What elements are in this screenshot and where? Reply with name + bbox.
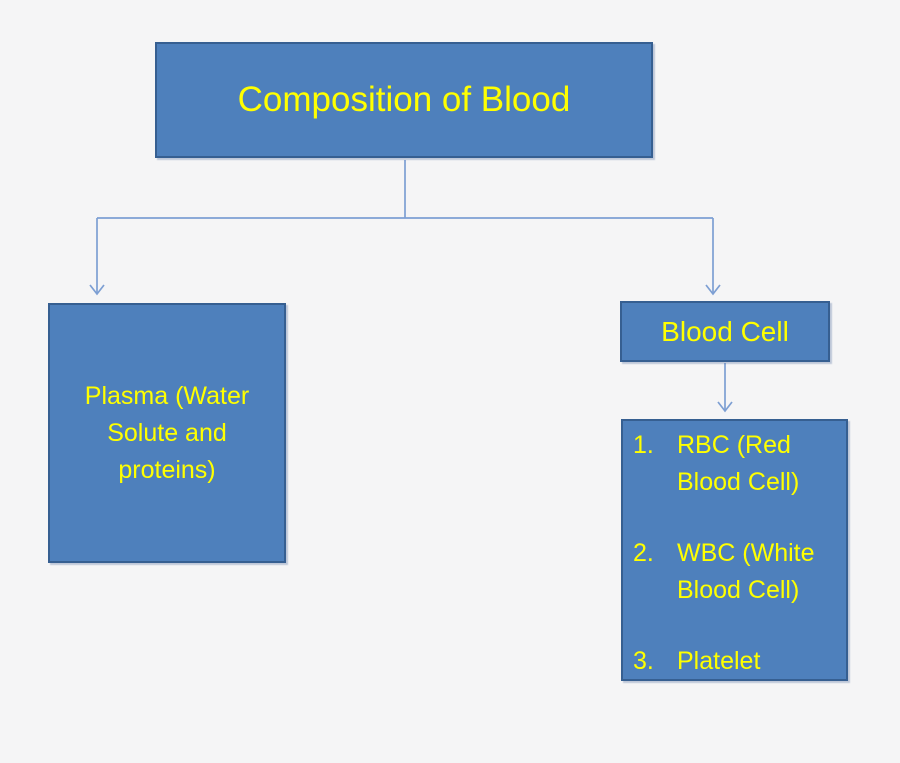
- blood-cell-label: Blood Cell: [661, 315, 789, 347]
- list-item-text: WBC (White Blood Cell): [677, 539, 815, 604]
- title-box: Composition of Blood: [155, 42, 653, 158]
- plasma-box: Plasma (Water Solute and proteins): [48, 303, 286, 563]
- blood-cell-box: Blood Cell: [620, 301, 830, 362]
- list-item-number: 1.: [633, 431, 654, 459]
- list-item: 1. RBC (Red Blood Cell): [633, 427, 838, 501]
- list-item-number: 3.: [633, 647, 654, 675]
- blood-cell-types-box: 1. RBC (Red Blood Cell) 2. WBC (White Bl…: [621, 419, 848, 681]
- arrowhead-celltypes-icon: [717, 401, 733, 413]
- list-item-number: 2.: [633, 539, 654, 567]
- list-item-text: RBC (Red Blood Cell): [677, 431, 800, 496]
- arrowhead-bloodcell-icon: [705, 284, 721, 296]
- list-item-text: Platelet: [677, 647, 761, 675]
- plasma-label: Plasma (Water Solute and proteins): [84, 381, 250, 484]
- title-label: Composition of Blood: [237, 80, 571, 119]
- list-item: 2. WBC (White Blood Cell): [633, 535, 838, 609]
- arrowhead-plasma-icon: [89, 284, 105, 296]
- list-item: 3. Platelet: [633, 643, 838, 680]
